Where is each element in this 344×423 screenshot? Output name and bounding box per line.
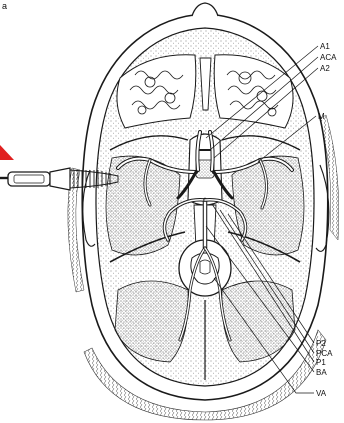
label-aca: ACA — [320, 53, 337, 62]
label-pca: PCA — [316, 349, 333, 358]
figure-corner-label: a — [2, 1, 7, 11]
label-va: VA — [316, 389, 327, 398]
label-m: M — [318, 112, 325, 121]
label-a1: A1 — [320, 42, 330, 51]
label-ba: BA — [316, 368, 327, 377]
insonation-arrow — [0, 145, 14, 160]
label-p1: P1 — [316, 358, 326, 367]
label-a2: A2 — [320, 64, 330, 73]
label-p2: P2 — [316, 339, 326, 348]
nose-outline — [192, 3, 218, 16]
